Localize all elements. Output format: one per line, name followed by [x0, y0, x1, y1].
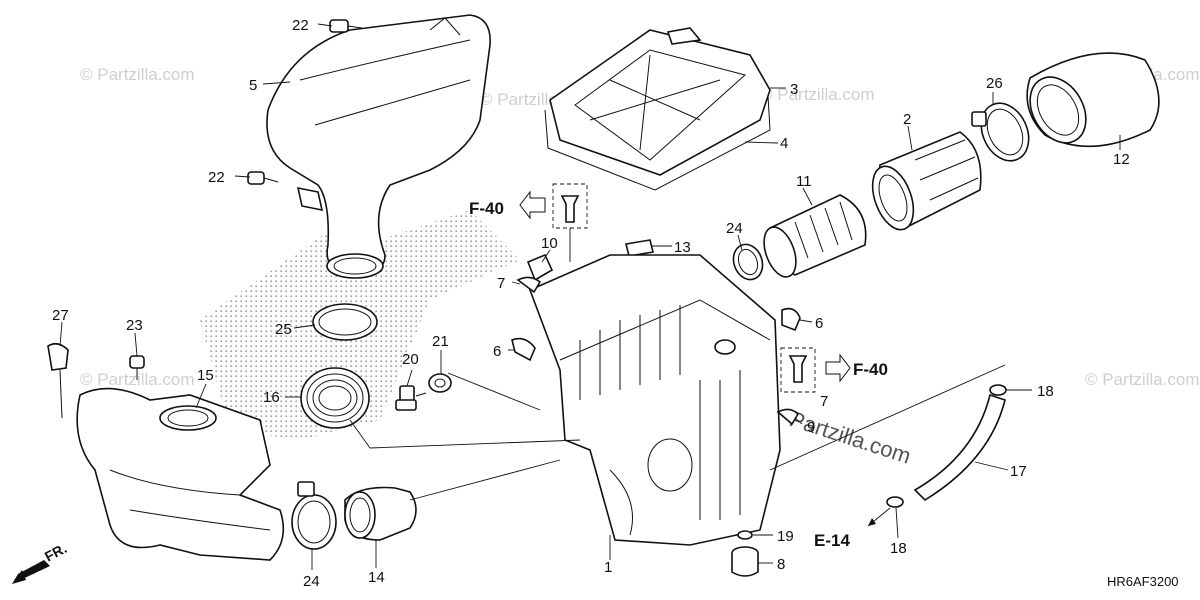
diagram-code: HR6AF3200 — [1107, 574, 1179, 589]
ref-label-e14: E-14 — [814, 531, 850, 550]
front-indicator: FR. — [12, 540, 69, 584]
caution-label — [625, 239, 654, 257]
callout-5: 5 — [249, 77, 257, 94]
bolt-23 — [129, 355, 145, 380]
air-cleaner-cover — [549, 27, 771, 176]
clamp-24-lower — [291, 481, 337, 550]
callout-13: 13 — [674, 239, 691, 256]
ref-arrow-upper — [519, 190, 546, 220]
filter-element — [871, 131, 982, 231]
callout-6-left: 6 — [493, 343, 501, 360]
callout-26: 26 — [986, 75, 1003, 92]
callout-21: 21 — [432, 333, 449, 350]
callout-20: 20 — [402, 351, 419, 368]
callout-25: 25 — [275, 321, 292, 338]
clip-6-left — [511, 337, 536, 362]
callout-22-left: 22 — [208, 169, 225, 186]
air-cleaner-case — [528, 254, 781, 546]
callout-16: 16 — [263, 389, 280, 406]
callout-14: 14 — [368, 569, 385, 586]
callout-2: 2 — [903, 111, 911, 128]
push-rivet-upper — [552, 183, 588, 229]
resonator-chamber — [266, 14, 491, 279]
front-label: FR. — [42, 540, 69, 565]
callout-18-upper: 18 — [1037, 383, 1054, 400]
clip-27 — [47, 342, 69, 419]
hose-clip-18-lower — [886, 496, 904, 508]
connecting-tube — [763, 194, 867, 278]
callout-18-lower: 18 — [890, 540, 907, 557]
band-25 — [312, 303, 378, 341]
callout-22-top: 22 — [292, 17, 309, 34]
callout-7-lower: 7 — [820, 393, 828, 410]
callout-7-upper: 7 — [497, 275, 505, 292]
callout-11: 11 — [796, 173, 812, 190]
o-ring-19 — [737, 530, 753, 540]
leader-lines — [59, 23, 1121, 570]
callout-3: 3 — [790, 81, 798, 98]
grommet-21 — [428, 373, 452, 393]
bellows-16 — [300, 367, 370, 429]
callout-23: 23 — [126, 317, 143, 334]
drain-cap-8 — [731, 546, 759, 577]
callout-numbers: 22 5 22 3 4 2 26 12 11 13 24 10 7 6 6 7 … — [52, 17, 1130, 590]
clip-7-lower — [776, 408, 800, 426]
callout-15: 15 — [197, 367, 214, 384]
e14-arrowhead — [868, 518, 876, 526]
callout-24-upper: 24 — [726, 220, 743, 237]
outer-filter-sleeve — [1026, 52, 1160, 148]
callout-8: 8 — [777, 556, 785, 573]
hose-clip-18-upper — [989, 384, 1007, 396]
callout-24-lower: 24 — [303, 573, 320, 590]
callout-12: 12 — [1113, 151, 1130, 168]
ref-arrow-lower — [825, 353, 851, 383]
cover-gasket — [544, 95, 771, 191]
clip-6-right — [781, 307, 801, 332]
callout-6-right: 6 — [815, 315, 823, 332]
drain-hose — [913, 393, 1006, 502]
callout-19: 19 — [777, 528, 794, 545]
callout-10: 10 — [541, 235, 558, 252]
callout-9: 9 — [807, 419, 815, 436]
clip-10 — [526, 253, 554, 282]
ref-label-f40-upper: F-40 — [469, 199, 504, 218]
bolt-22-left — [247, 171, 324, 212]
callout-17: 17 — [1010, 463, 1027, 480]
sensor-20 — [395, 385, 427, 411]
callout-4: 4 — [780, 135, 788, 152]
callout-1: 1 — [604, 559, 612, 576]
watermark-top-right: © Partzilla.com — [760, 85, 875, 104]
joint-14 — [344, 486, 417, 541]
callout-27: 27 — [52, 307, 69, 324]
push-rivet-lower — [780, 347, 816, 393]
ref-label-f40-lower: F-40 — [853, 360, 888, 379]
intake-duct — [76, 387, 285, 561]
clamp-24-upper — [732, 243, 764, 281]
clamp-26 — [971, 102, 1030, 162]
watermark-right: © Partzilla.com — [1085, 370, 1200, 389]
clip-7-upper — [516, 276, 542, 294]
watermark-top-left: © Partzilla.com — [80, 65, 195, 84]
watermark-inline: Partzilla.com — [786, 406, 913, 469]
